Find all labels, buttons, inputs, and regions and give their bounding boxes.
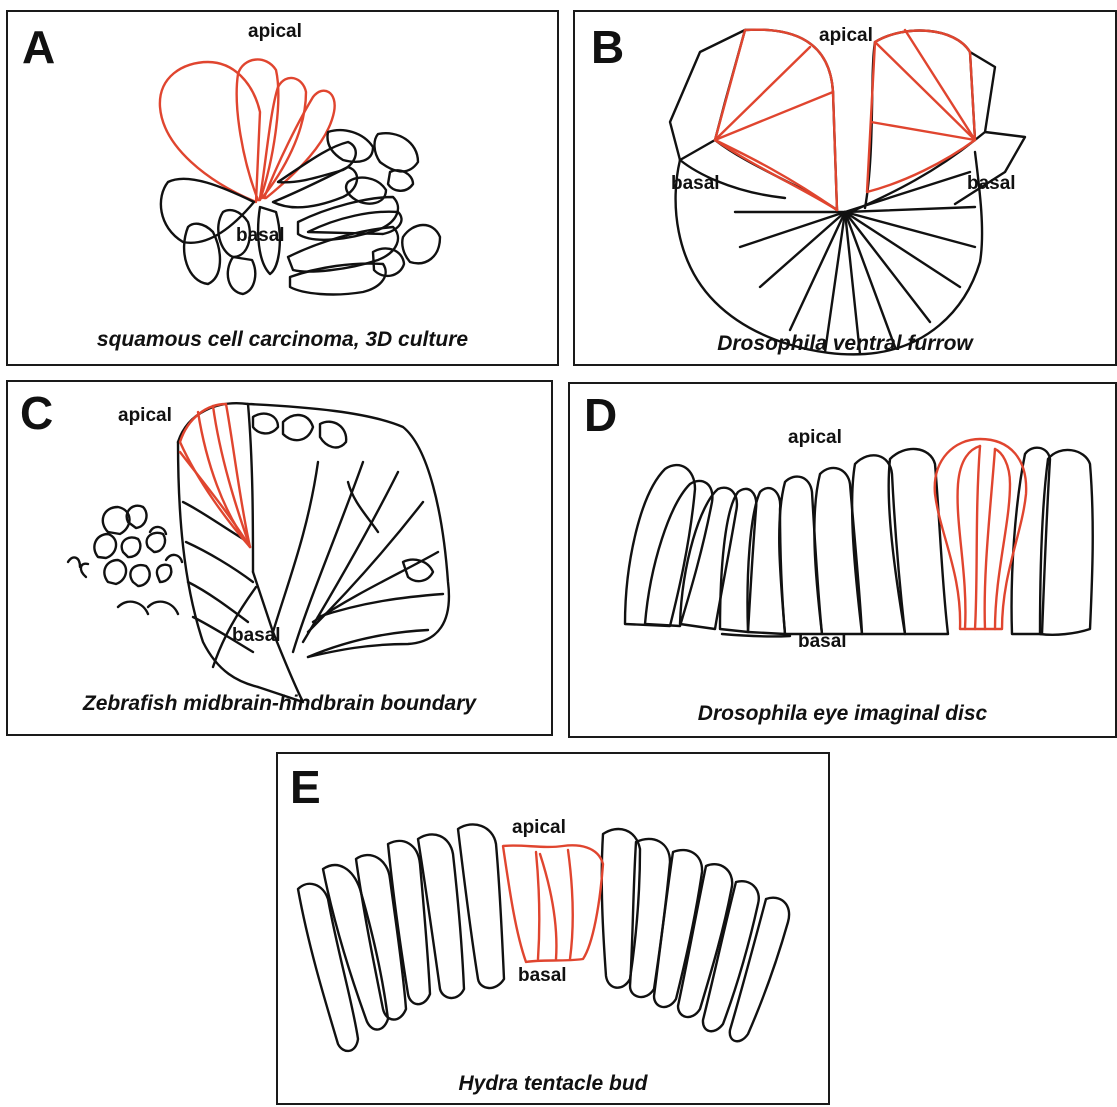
panel-b-basal-right-label: basal xyxy=(967,174,1016,193)
panel-d-black-cells xyxy=(625,448,1093,637)
panel-d-drawing xyxy=(570,384,1117,740)
panel-a-caption: squamous cell carcinoma, 3D culture xyxy=(8,328,557,352)
panel-d-apical-label: apical xyxy=(788,428,842,447)
panel-a-black-cells xyxy=(161,130,440,294)
panel-e-apical-label: apical xyxy=(512,818,566,837)
panel-c-apical-label: apical xyxy=(118,406,172,425)
panel-b-basal-left-label: basal xyxy=(671,174,720,193)
panel-c-drawing xyxy=(8,382,555,738)
panel-a: A apical basal squamous cell carcinoma, … xyxy=(6,10,559,366)
panel-c-caption: Zebrafish midbrain-hindbrain boundary xyxy=(8,692,551,716)
panel-b-caption: Drosophila ventral furrow xyxy=(575,332,1115,356)
panel-b-apical-label: apical xyxy=(819,26,873,45)
panel-e-letter: E xyxy=(290,764,321,810)
panel-c-basal-label: basal xyxy=(232,626,281,645)
panel-e-highlighted-cells xyxy=(503,845,603,962)
panel-d: D apical basal Drosophila eye imaginal d… xyxy=(568,382,1117,738)
panel-a-red-cell-1 xyxy=(160,62,260,202)
panel-c-highlighted-cells xyxy=(180,404,250,547)
panel-c-letter: C xyxy=(20,390,53,436)
panel-e-drawing xyxy=(278,754,832,1107)
panel-d-caption: Drosophila eye imaginal disc xyxy=(570,702,1115,726)
panel-a-apical-label: apical xyxy=(248,22,302,41)
panel-a-drawing xyxy=(8,12,561,368)
panel-b-drawing xyxy=(575,12,1117,368)
panel-d-basal-label: basal xyxy=(798,632,847,651)
panel-e: E apical basal Hydra tentacle bud xyxy=(276,752,830,1105)
panel-e-black-cells xyxy=(298,824,789,1051)
panel-d-letter: D xyxy=(584,392,617,438)
panel-e-caption: Hydra tentacle bud xyxy=(278,1072,828,1096)
panel-c-black-outline xyxy=(68,403,449,702)
panel-a-letter: A xyxy=(22,24,55,70)
panel-b: B apical basal basal Drosophila ventral … xyxy=(573,10,1117,366)
panel-b-letter: B xyxy=(591,24,624,70)
panel-a-basal-label: basal xyxy=(236,226,285,245)
panel-c: C apical basal Zebrafish midbrain-hindbr… xyxy=(6,380,553,736)
panel-b-red-cell-left xyxy=(715,30,837,210)
panel-e-basal-label: basal xyxy=(518,966,567,985)
